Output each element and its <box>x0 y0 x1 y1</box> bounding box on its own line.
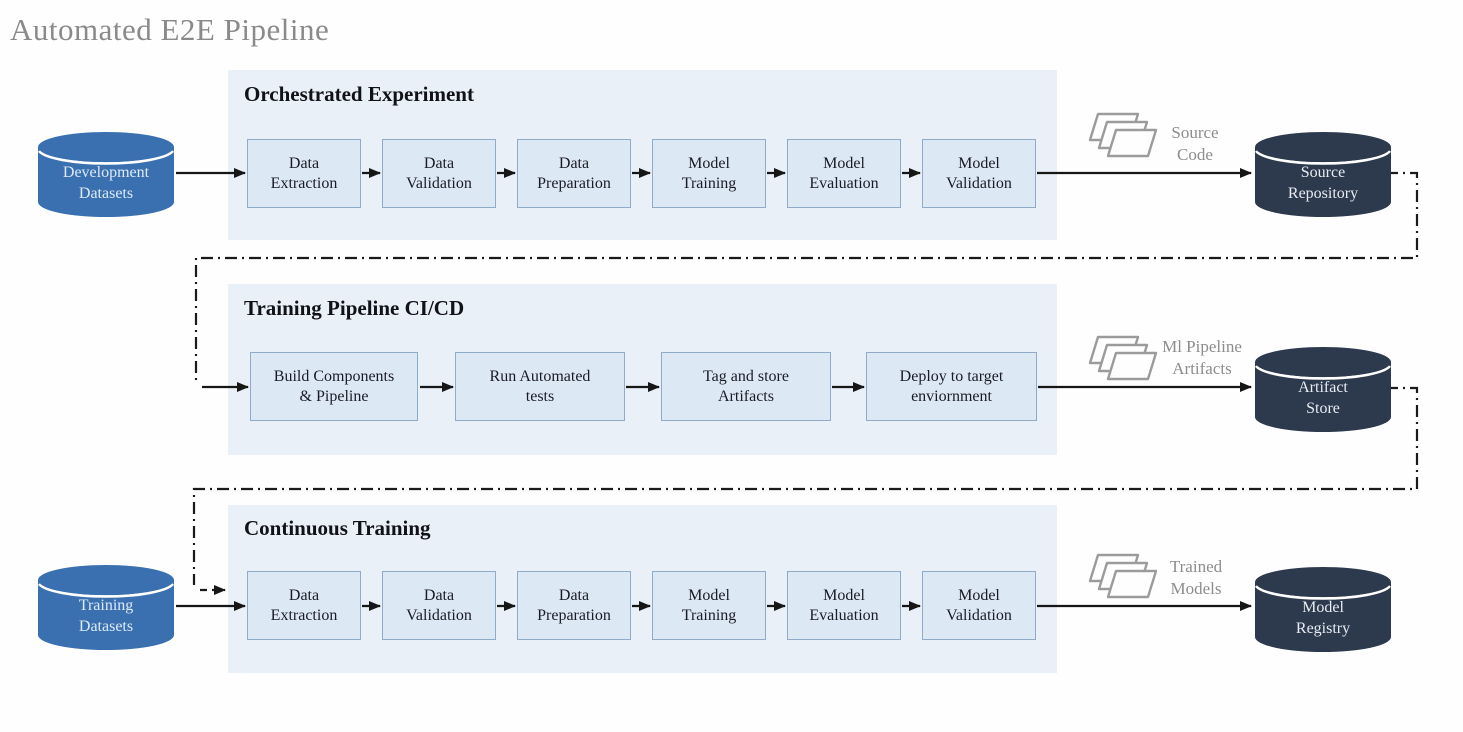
artifact-label-trained-models: Trained Models <box>1169 557 1223 598</box>
artifact-label-ml-pipeline-artifacts: Ml Pipeline Artifacts <box>1162 337 1242 378</box>
page-title: Automated E2E Pipeline <box>10 12 330 47</box>
section-heading-continuous-training: Continuous Training <box>244 516 431 540</box>
process-box: Deploy to target enviornment <box>866 352 1037 421</box>
process-box: Model Training <box>652 571 766 640</box>
cylinder-shape <box>1254 567 1392 652</box>
cylinder-shape <box>1254 347 1392 432</box>
process-box: Tag and store Artifacts <box>661 352 831 421</box>
section-heading-orchestrated-experiment: Orchestrated Experiment <box>244 82 474 106</box>
process-box: Run Automated tests <box>455 352 625 421</box>
dashdot-artifact-store-to-ct <box>192 386 1419 585</box>
cylinder-shape <box>37 132 175 217</box>
process-box: Model Evaluation <box>787 571 901 640</box>
documents-icon <box>1088 553 1158 599</box>
process-box: Model Evaluation <box>787 139 901 208</box>
dashdot-source-repo-to-cicd <box>194 171 1419 381</box>
datastore-source-repository: Source Repository <box>1253 130 1393 220</box>
datastore-label: Model Registry <box>1295 599 1351 637</box>
process-box: Data Validation <box>382 571 496 640</box>
datastore-model-registry: Model Registry <box>1253 565 1393 655</box>
process-box: Data Preparation <box>517 139 631 208</box>
process-box: Data Preparation <box>517 571 631 640</box>
process-box: Model Validation <box>922 139 1036 208</box>
process-box: Model Training <box>652 139 766 208</box>
process-box: Data Extraction <box>247 571 361 640</box>
datastore-artifact-store: Artifact Store <box>1253 345 1393 435</box>
process-box: Model Validation <box>922 571 1036 640</box>
datastore-development-datasets: Development Datasets <box>36 130 176 220</box>
datastore-label: Source Repository <box>1287 164 1359 202</box>
process-box: Data Validation <box>382 139 496 208</box>
datastore-label: Artifact Store <box>1298 379 1348 417</box>
cylinder-shape <box>37 565 175 650</box>
process-box: Data Extraction <box>247 139 361 208</box>
panel-orchestrated-experiment <box>228 70 1057 240</box>
datastore-training-datasets: Training Datasets <box>36 563 176 653</box>
section-heading-training-pipeline-cicd: Training Pipeline CI/CD <box>244 296 465 320</box>
artifact-label-source-code: Source Code <box>1171 123 1219 164</box>
documents-icon <box>1088 112 1158 158</box>
panel-continuous-training <box>228 505 1057 673</box>
process-box: Build Components & Pipeline <box>250 352 418 421</box>
cylinder-shape <box>1254 132 1392 217</box>
documents-icon <box>1088 335 1158 381</box>
datastore-label: Development Datasets <box>62 164 150 202</box>
datastore-label: Training Datasets <box>78 597 134 635</box>
